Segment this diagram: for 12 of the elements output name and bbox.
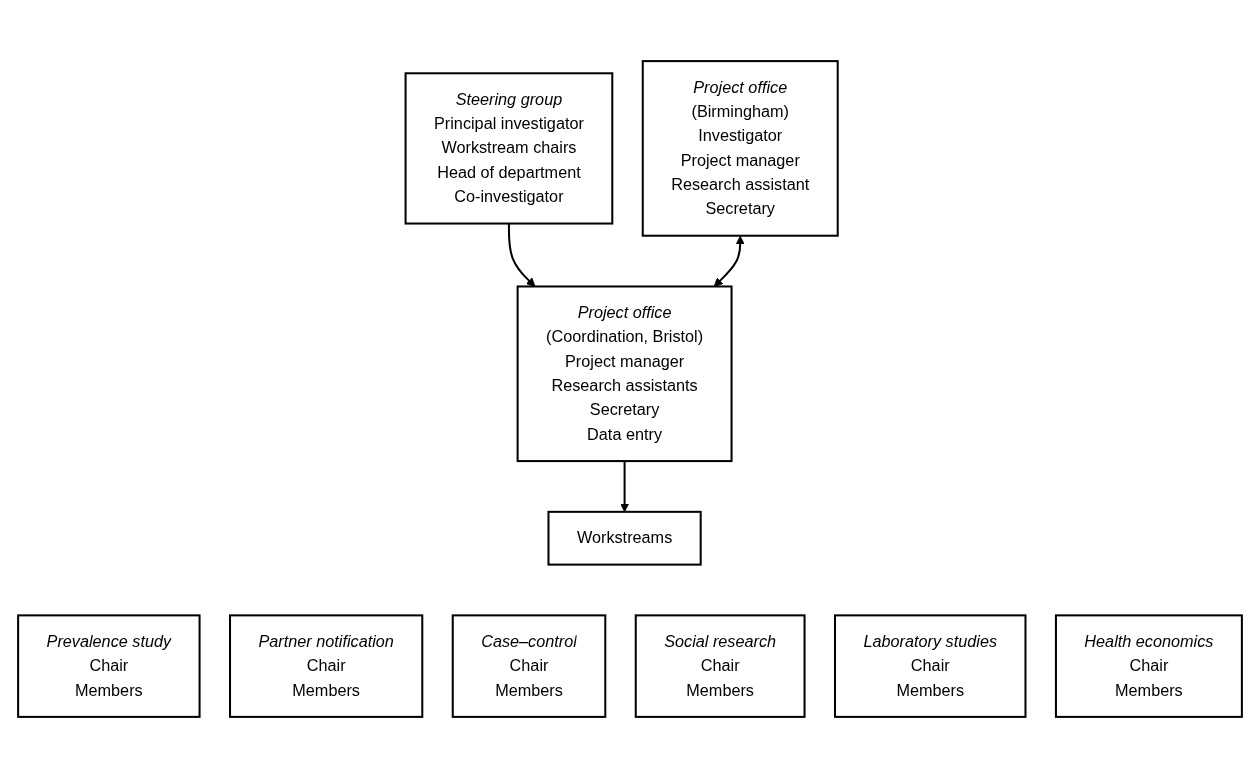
node-box: Prevalence study Chair Members (17, 614, 201, 718)
node-box: Social research Chair Members (634, 614, 806, 718)
node-box: Steering group Principal investigator Workstream chairs Head of department Co-investigator (404, 72, 614, 225)
node-box: Workstreams (547, 510, 702, 566)
node-box: Health economics Chair Members (1054, 614, 1243, 718)
arrow (713, 235, 745, 287)
node-box: Partner notification Chair Members (229, 614, 424, 718)
node-box: Case–control Chair Members (451, 614, 607, 718)
node-box: Project office (Coordination, Bristol) Project manager Research assistants Secretary Data entry (516, 285, 733, 463)
arrow (507, 223, 536, 287)
node-box: Laboratory studies Chair Members (834, 614, 1027, 718)
node-box: Project office (Birmingham) Investigator Project manager Research assistant Secretary (641, 60, 839, 237)
